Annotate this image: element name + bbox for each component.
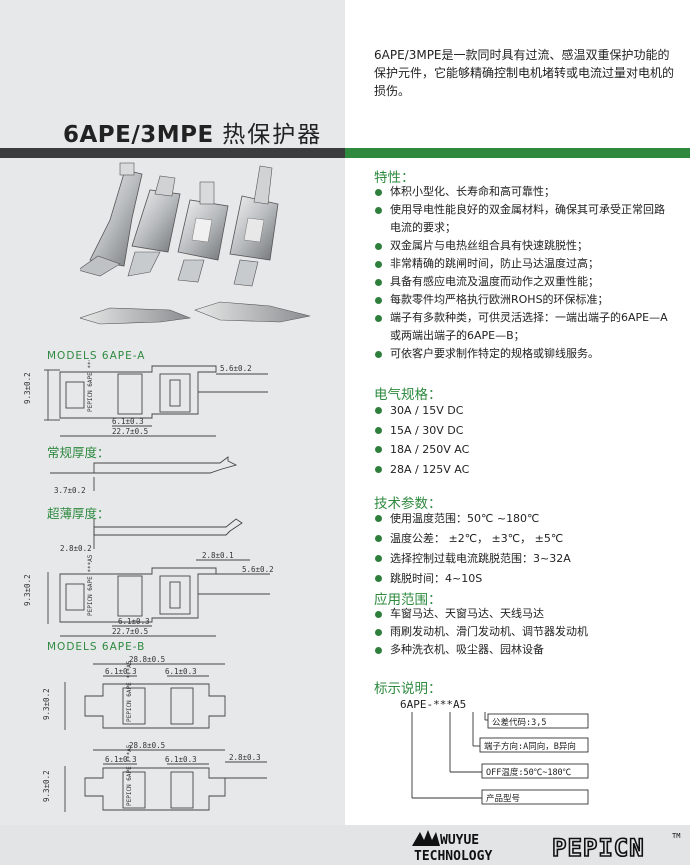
dim-a-right: 5.6±0.2 [220, 364, 252, 373]
chip-text-thin: PEPICN 6APE ***A5 [87, 554, 94, 616]
diagram-normal-thickness: 3.7±0.2 [50, 456, 238, 495]
chip-marking-a: PEPICN 6APE ***A5 [87, 360, 94, 412]
technical-item: 跳脱时间：4~10S [375, 569, 665, 589]
thermal-protector-side-2 [194, 301, 311, 323]
electrical-item: 18A / 250V AC [375, 440, 655, 460]
dim-b1-height: 9.3±0.2 [42, 688, 51, 720]
application-item: 多种洗衣机、吸尘器、园林设备 [375, 641, 665, 659]
brand1-line1: WUYUE [440, 833, 479, 848]
legend-tolerance: 公差代码:3,5 [492, 717, 546, 728]
dim-thin-right: 5.6±0.2 [242, 565, 274, 574]
dim-normal-thickness: 3.7±0.2 [54, 486, 86, 495]
intro-paragraph: 6APE/3MPE是一款同时具有过流、感温双重保护功能的保护元件，它能够精确控制… [374, 48, 675, 98]
trademark: TM [672, 832, 680, 840]
electrical-heading: 电气规格： [374, 387, 442, 403]
dim-b2-right: 2.8±0.3 [229, 753, 261, 762]
brand1-line2: TECHNOLOGY [414, 849, 492, 864]
dim-a-height: 9.3±0.2 [23, 372, 32, 404]
dim-thin-tab: 2.8±0.1 [202, 551, 234, 560]
feature-item: 每款零件均严格执行欧洲ROHS的环保标准； [375, 291, 675, 309]
dim-thin-thickness: 2.8±0.2 [60, 544, 92, 553]
thin-thickness-label: 超薄厚度： [47, 506, 110, 521]
chip-text-b2: PEPICN 6APE ***A5 [126, 744, 133, 806]
electrical-item: 30A / 15V DC [375, 401, 655, 421]
models-6ape-b-label: MODELS 6APE-B [47, 641, 146, 653]
pepicn-logo: PEPICN TM [551, 832, 680, 863]
diagram-6ape-b-2: PEPICN 6APE ***A5 28.8±0.5 6.1±0.3 6.1±0… [42, 741, 267, 812]
diagram-6ape-b-1: PEPICN 6APE ***A5 28.8±0.5 6.1±0.3 6.1±0… [42, 655, 226, 730]
dim-b1-total: 28.8±0.5 [129, 655, 165, 664]
legend-terminal: 端子方向:A同向，B异向 [484, 741, 576, 752]
title-model: 6APE/3MPE [63, 122, 214, 148]
feature-item: 双金属片与电热丝组合具有快速跳脱性； [375, 237, 675, 255]
dim-b2-inner-right: 6.1±0.3 [165, 755, 197, 764]
features-list: 体积小型化、长寿命和高可靠性； 使用导电性能良好的双金属材料，确保其可承受正常回… [375, 183, 675, 363]
dim-a-inner: 6.1±0.3 [112, 417, 144, 426]
dim-b1-inner-left: 6.1±0.3 [105, 667, 137, 676]
technical-heading: 技术参数： [374, 496, 442, 512]
legend-model: 产品型号 [486, 793, 520, 804]
technical-item: 选择控制过载电流跳脱范围：3~32A [375, 549, 665, 569]
models-6ape-a-label: MODELS 6APE-A [47, 350, 146, 362]
product-photo [80, 162, 311, 325]
title-rule-green [345, 148, 690, 158]
wuyue-logo: WUYUE TECHNOLOGY [412, 830, 492, 864]
mountain-icon [412, 830, 440, 846]
diagram-6ape-a: PEPICN 6APE ***A5 9.3±0.2 5.6±0.2 6.1±0.… [23, 360, 268, 437]
page-title: 6APE/3MPE 热保护器 [63, 115, 322, 149]
title-name: 热保护器 [222, 122, 323, 148]
feature-item: 体积小型化、长寿命和高可靠性； [375, 183, 675, 201]
feature-item: 非常精确的跳闸时间，防止马达温度过高； [375, 255, 675, 273]
diagram-thin-thickness: 2.8±0.2 [60, 518, 243, 553]
dim-b2-inner-left: 6.1±0.3 [105, 755, 137, 764]
dim-b1-inner-right: 6.1±0.3 [165, 667, 197, 676]
thermal-protector-side-1 [80, 307, 192, 325]
feature-item: 具备有感应电流及温度而动作之双重性能； [375, 273, 675, 291]
electrical-list: 30A / 15V DC 15A / 30V DC 18A / 250V AC … [375, 401, 655, 479]
left-panel-background [0, 0, 345, 825]
diagram-thin-plan: PEPICN 6APE ***A5 9.3±0.2 2.8±0.1 5.6±0.… [23, 551, 274, 637]
chip-text-a: PEPICN 6APE ***A5 [87, 360, 94, 412]
thermal-protector-part-2 [127, 175, 181, 277]
chip-text-b1: PEPICN 6APE ***A5 [126, 660, 133, 722]
title-rule-dark [0, 148, 345, 158]
dim-thin-inner: 6.1±0.3 [118, 617, 150, 626]
thermal-protector-part-4 [229, 165, 279, 287]
footer-bar [0, 825, 690, 865]
feature-item: 使用导电性能良好的双金属材料，确保其可承受正常回路电流的要求； [375, 201, 675, 237]
designation-code: 6APE-***A5 [400, 698, 466, 711]
thermal-protector-part-1 [80, 162, 143, 277]
legend-off-temp: OFF温度:50℃~180℃ [486, 767, 572, 778]
dim-b2-height: 9.3±0.2 [42, 770, 51, 802]
technical-list: 使用温度范围：50℃ ~180℃ 温度公差： ±2℃， ±3℃， ±5℃ 选择控… [375, 509, 665, 589]
technical-item: 使用温度范围：50℃ ~180℃ [375, 509, 665, 529]
features-heading: 特性： [374, 170, 415, 186]
dim-thin-total: 22.7±0.5 [112, 627, 148, 636]
designation-diagram: 6APE-***A5 公差代码:3,5 端子方向:A同向，B异向 OFF温度:5… [400, 698, 589, 805]
application-item: 车窗马达、天窗马达、天线马达 [375, 605, 665, 623]
normal-thickness-label: 常规厚度： [47, 445, 110, 460]
applications-list: 车窗马达、天窗马达、天线马达 雨刷发动机、滑门发动机、调节器发动机 多种洗衣机、… [375, 605, 665, 659]
thermal-protector-part-3 [177, 181, 229, 283]
application-item: 雨刷发动机、滑门发动机、调节器发动机 [375, 623, 665, 641]
dim-a-total: 22.7±0.5 [112, 427, 148, 436]
dim-b2-total: 28.8±0.5 [129, 741, 165, 750]
dim-thin-height: 9.3±0.2 [23, 574, 32, 606]
designation-heading: 标示说明： [374, 681, 442, 697]
brand2-text: PEPICN [552, 834, 645, 862]
electrical-item: 15A / 30V DC [375, 421, 655, 441]
feature-item: 端子有多款种类，可供灵活选择：一端出端子的6APE—A或两端出端子的6APE—B… [375, 309, 675, 345]
electrical-item: 28A / 125V AC [375, 460, 655, 480]
feature-item: 可依客户要求制作特定的规格或铆线服务。 [375, 345, 675, 363]
applications-heading: 应用范围： [374, 592, 442, 608]
technical-item: 温度公差： ±2℃， ±3℃， ±5℃ [375, 529, 665, 549]
